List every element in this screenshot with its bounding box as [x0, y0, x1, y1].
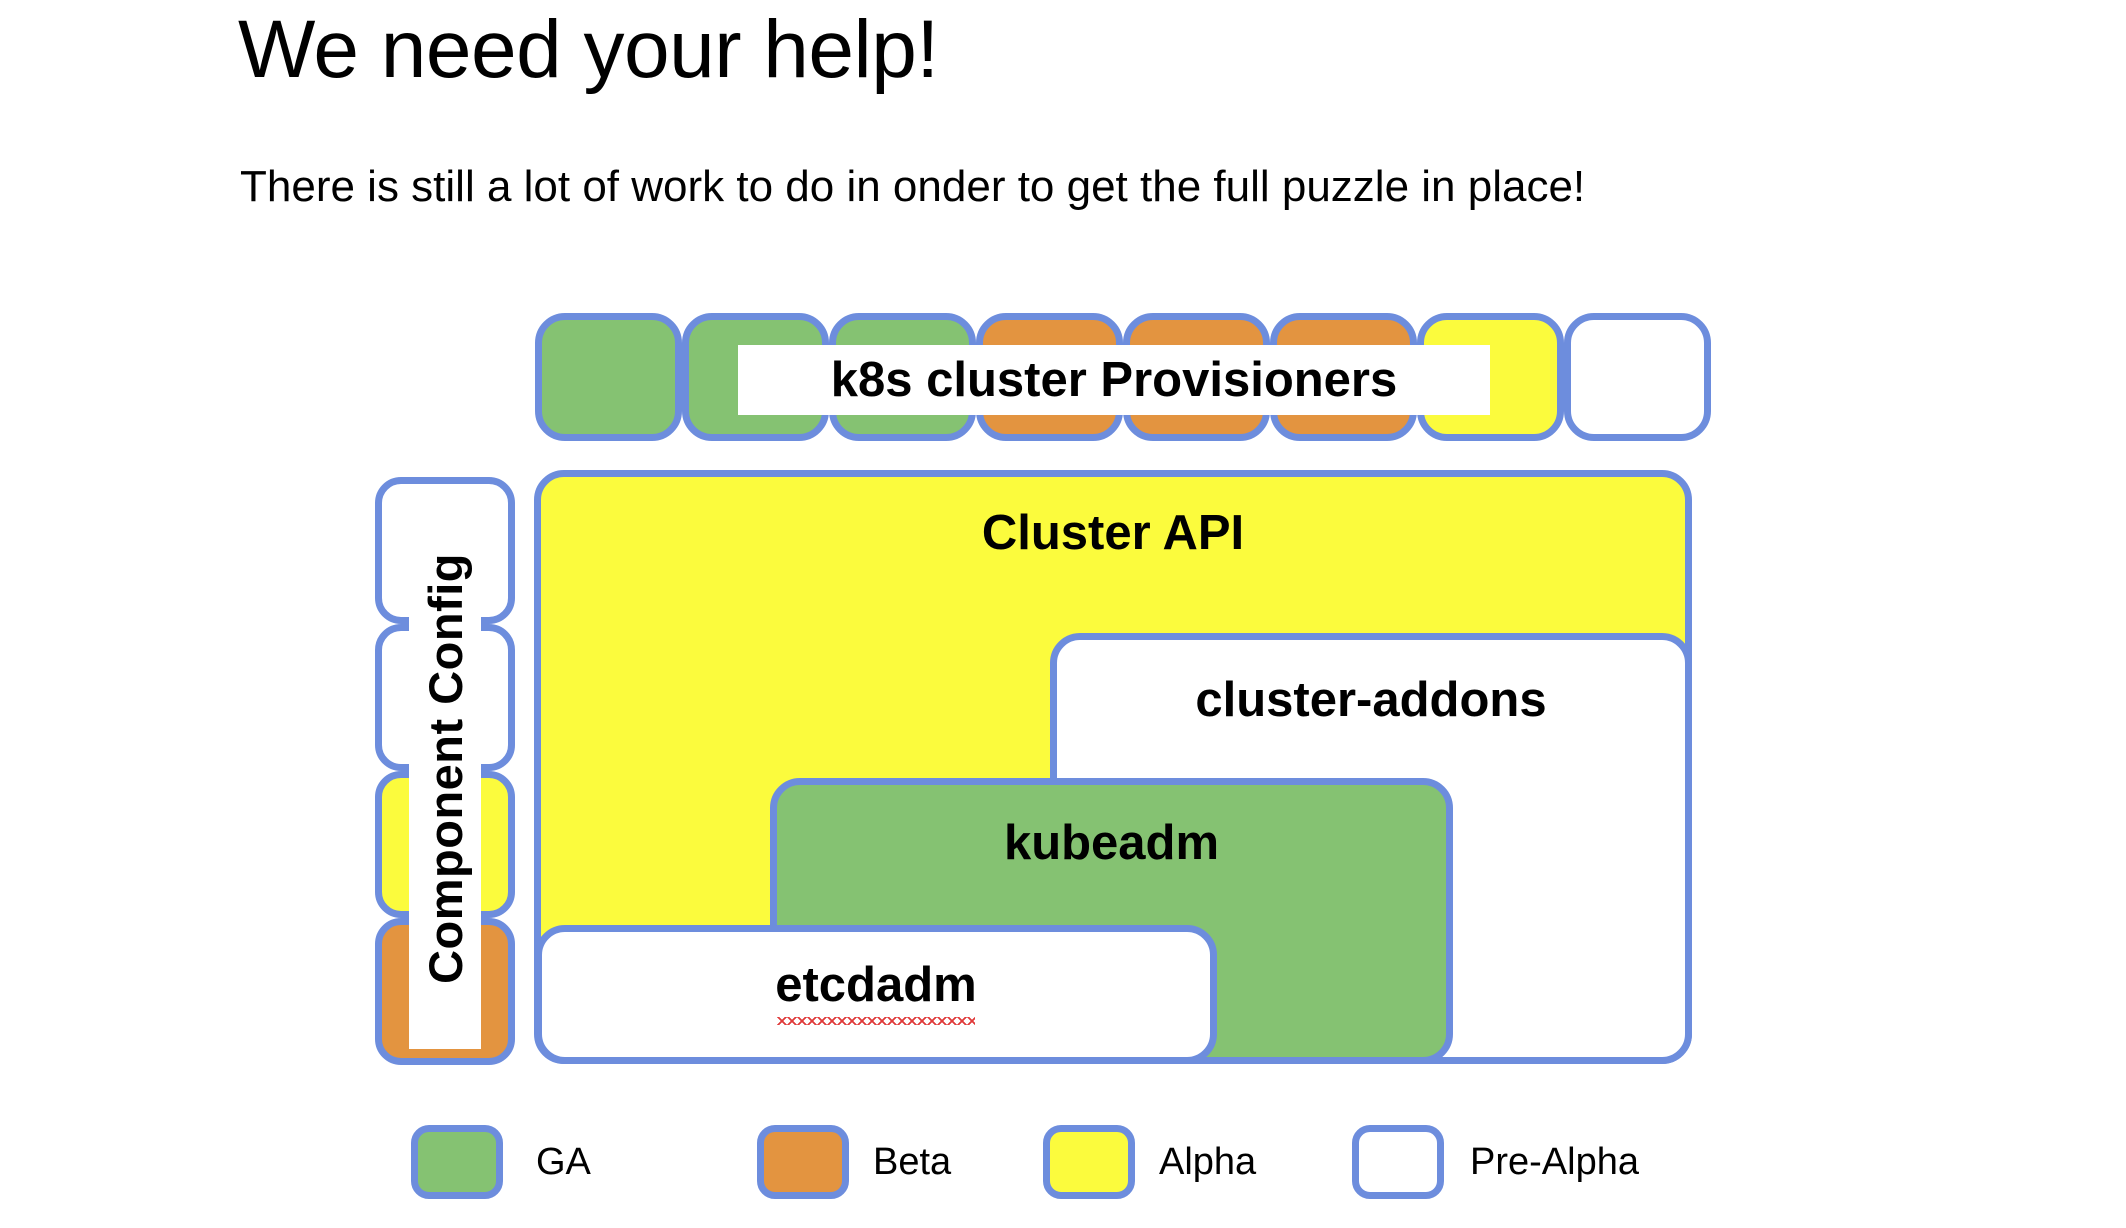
- component-config-label-backdrop: [409, 487, 481, 1049]
- page-subtitle: There is still a lot of work to do in on…: [240, 162, 1586, 211]
- provisioner-piece-1[interactable]: [535, 313, 682, 441]
- legend-label-pre-alpha: Pre-Alpha: [1470, 1141, 1639, 1183]
- provisioner-label-backdrop: [738, 345, 1490, 415]
- legend-swatch-alpha: [1043, 1125, 1135, 1199]
- stack-label-kubeadm: kubeadm: [1003, 816, 1220, 870]
- legend-label-alpha: Alpha: [1159, 1141, 1257, 1183]
- stack-label-etcdadm: etcdadm: [775, 958, 977, 1012]
- legend-swatch-ga: [411, 1125, 503, 1199]
- legend-swatch-beta: [757, 1125, 849, 1199]
- provisioner-row-label: k8s cluster Provisioners: [830, 353, 1398, 407]
- component-config-label-text: Component Config: [418, 552, 472, 984]
- component-config-label: Component Config: [409, 487, 481, 1049]
- legend-label-ga: GA: [536, 1141, 591, 1183]
- legend-swatch-pre-alpha: [1352, 1125, 1444, 1199]
- provisioner-piece-8[interactable]: [1564, 313, 1711, 441]
- stack-label-cluster-addons: cluster-addons: [1195, 673, 1547, 727]
- stack-label-etcdadm-wrap: etcdadm: [535, 957, 1217, 1013]
- page-title: We need your help!: [238, 4, 939, 95]
- legend-label-beta: Beta: [873, 1141, 952, 1183]
- stack-label-cluster-api: Cluster API: [981, 506, 1245, 560]
